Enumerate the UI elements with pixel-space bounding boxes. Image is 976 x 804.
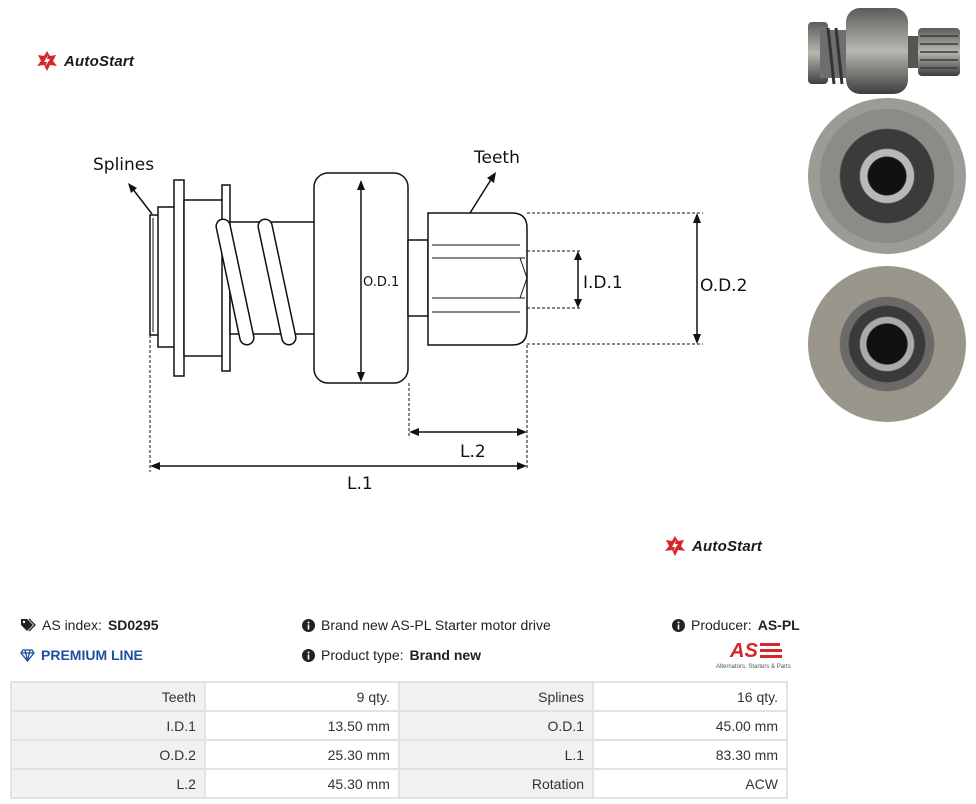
spec-key: L.2 (10, 768, 206, 799)
spec-key: I.D.1 (10, 710, 206, 741)
pinion-neck (407, 239, 429, 317)
product-type-label: Product type: (321, 647, 404, 663)
spec-value: 9 qty. (203, 681, 400, 712)
label-id1: I.D.1 (583, 273, 623, 293)
as-index: AS index: SD0295 (20, 617, 159, 633)
label-l1: L.1 (347, 474, 373, 494)
product-type: Product type: Brand new (302, 647, 481, 663)
tags-icon (21, 618, 36, 632)
producer-value: AS-PL (757, 617, 800, 633)
product-photo-front (808, 98, 966, 254)
info-icon (302, 618, 315, 632)
table-row: I.D.1 13.50 mm O.D.1 45.00 mm (10, 710, 788, 741)
table-row: Teeth 9 qty. Splines 16 qty. (10, 681, 788, 712)
label-splines: Splines (93, 155, 154, 175)
spec-value: 45.00 mm (592, 710, 788, 741)
producer-logo-mark: AS (730, 640, 758, 662)
producer-logo: AS Alternators, Starters & Parts (716, 640, 791, 672)
brand-logo-bottom: AutoStart (664, 535, 762, 557)
label-l2: L.2 (460, 442, 486, 462)
product-photo-rear (808, 266, 966, 422)
spec-value: ACW (592, 768, 788, 799)
as-index-value: SD0295 (107, 617, 159, 633)
autostart-logo-icon (37, 51, 57, 71)
spec-value: 25.30 mm (203, 739, 400, 770)
table-row: O.D.2 25.30 mm L.1 83.30 mm (10, 739, 788, 770)
table-row: L.2 45.30 mm Rotation ACW (10, 768, 788, 799)
producer: Producer: AS-PL (672, 617, 800, 633)
spec-value: 13.50 mm (203, 710, 400, 741)
as-index-label: AS index: (42, 617, 102, 633)
spec-table: Teeth 9 qty. Splines 16 qty. I.D.1 13.50… (10, 681, 788, 799)
info-icon (672, 618, 685, 632)
label-od2: O.D.2 (700, 276, 747, 296)
product-photo-side (806, 8, 966, 94)
premium-label: PREMIUM LINE (41, 647, 143, 663)
producer-tagline: Alternators, Starters & Parts (716, 664, 791, 670)
brand-logo-top: AutoStart (36, 50, 134, 72)
spec-value: 16 qty. (592, 681, 788, 712)
technical-diagram: O.D.1 I.D.1 O.D.2 L.2 L.1 Splines Teeth (93, 148, 747, 494)
spec-value: 45.30 mm (203, 768, 400, 799)
info-icon (302, 648, 315, 662)
brand-name: AutoStart (692, 537, 763, 555)
diamond-icon (20, 648, 35, 662)
producer-label: Producer: (691, 617, 752, 633)
description: Brand new AS-PL Starter motor drive (302, 617, 551, 633)
spec-key: O.D.1 (397, 710, 595, 741)
label-teeth: Teeth (473, 148, 520, 168)
spring-coil-1 (215, 218, 255, 346)
flange-disc (173, 179, 185, 377)
spec-key: Teeth (10, 681, 206, 712)
description-text: Brand new AS-PL Starter motor drive (321, 617, 551, 633)
spec-key: L.1 (397, 739, 595, 770)
label-od1: O.D.1 (363, 275, 399, 290)
spec-key: Rotation (397, 768, 595, 799)
premium-line-badge: PREMIUM LINE (20, 647, 143, 663)
brand-name: AutoStart (64, 52, 135, 70)
spec-key: O.D.2 (10, 739, 206, 770)
spring-coil-2 (257, 218, 297, 346)
pinion-gear (427, 212, 528, 346)
spec-value: 83.30 mm (592, 739, 788, 770)
spec-key: Splines (397, 681, 595, 712)
product-type-value: Brand new (409, 647, 482, 663)
autostart-logo-icon (665, 536, 685, 556)
